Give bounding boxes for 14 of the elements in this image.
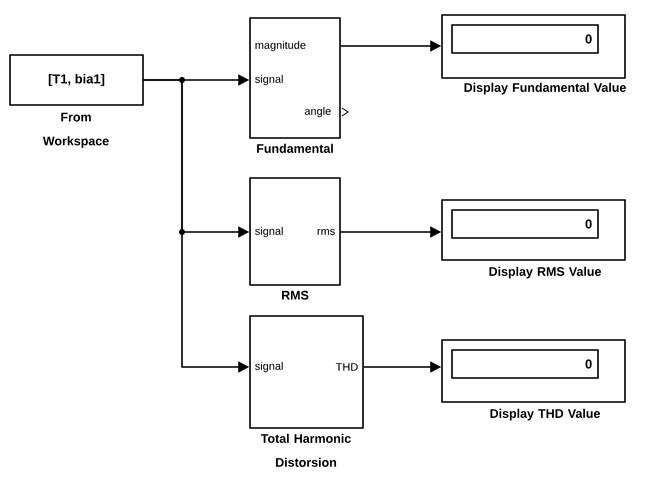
block-label: Display RMS Value: [489, 266, 601, 278]
block-label: Display THD Value: [490, 408, 600, 420]
display-block: 0: [441, 14, 626, 79]
function-block: signal THD: [249, 315, 364, 429]
display-block: 0: [441, 199, 626, 261]
block-label: RMS: [282, 290, 308, 300]
block-label: From Workspace: [42, 112, 109, 148]
display-block: 0: [441, 339, 626, 403]
source-block: [T1, bia1]: [9, 54, 144, 106]
block-label: Display Fundamental Value: [464, 82, 626, 94]
function-block: magnitude signal angle: [249, 17, 349, 139]
function-block: signal rms: [249, 177, 341, 286]
block-label: Fundamental: [257, 144, 333, 153]
block-label: Total Harmonic Distorsion: [260, 434, 351, 467]
